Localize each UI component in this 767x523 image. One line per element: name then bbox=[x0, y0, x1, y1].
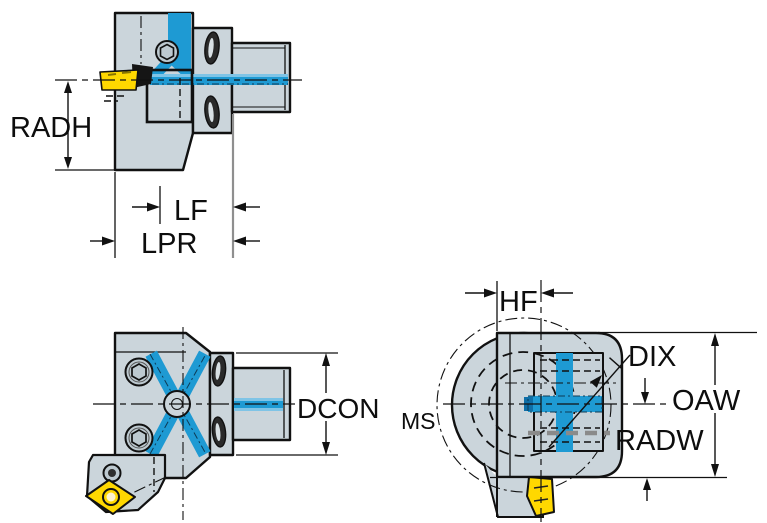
flange-slot bbox=[204, 95, 220, 129]
flange-slot bbox=[211, 355, 227, 387]
dcon-subscript-label: MS bbox=[401, 408, 436, 434]
cutting-insert bbox=[99, 69, 139, 91]
flange-slot bbox=[204, 31, 220, 65]
cutting-insert bbox=[85, 479, 136, 515]
lf-dimension: LF bbox=[132, 114, 260, 258]
clamp-screw bbox=[155, 40, 179, 64]
dcon-dimension: DCON MS bbox=[236, 352, 436, 456]
radh-dimension: RADH bbox=[10, 81, 115, 171]
oaw-dimension: OAW bbox=[490, 331, 757, 479]
side-view-lower: DCON MS bbox=[85, 327, 436, 520]
socket-screw bbox=[124, 357, 154, 387]
dix-dimension: DIX bbox=[548, 341, 676, 448]
socket-screw bbox=[124, 423, 154, 453]
insert-pocket-window bbox=[145, 68, 194, 124]
side-view-upper: RADH LF LPR bbox=[10, 11, 302, 260]
flange-slot bbox=[211, 416, 227, 448]
front-view: HF DIX OAW RADW bbox=[436, 280, 757, 522]
pocket-hatch-lines bbox=[505, 359, 618, 443]
lf-label: LF bbox=[174, 195, 208, 227]
label-knockout bbox=[668, 385, 754, 413]
label-knockout bbox=[295, 393, 385, 421]
hf-label: HF bbox=[499, 286, 538, 318]
radh-label: RADH bbox=[10, 112, 92, 144]
hf-dimension: HF bbox=[465, 281, 573, 331]
lpr-label: LPR bbox=[141, 228, 197, 260]
radw-dimension: RADW bbox=[615, 378, 704, 501]
oaw-label: OAW bbox=[672, 385, 741, 417]
lpr-dimension: LPR bbox=[90, 172, 260, 260]
dix-label: DIX bbox=[628, 341, 676, 373]
leg bbox=[484, 463, 543, 517]
reference-circle bbox=[436, 317, 612, 493]
insert-screw bbox=[102, 463, 122, 483]
radw-label: RADW bbox=[615, 425, 704, 457]
nose-hidden-line bbox=[119, 476, 167, 500]
dcon-label: DCON bbox=[297, 393, 379, 424]
